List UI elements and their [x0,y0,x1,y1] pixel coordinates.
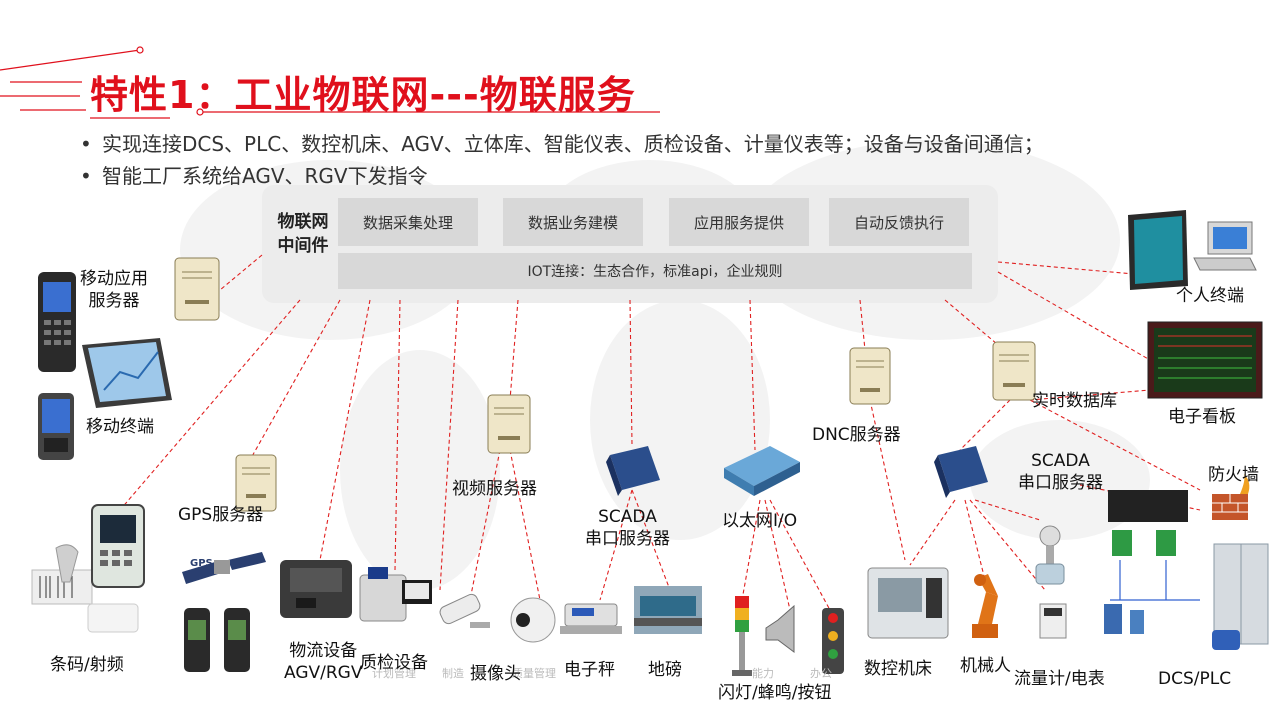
server-icon-mobile-app [174,257,220,321]
label-light-buzzer: 闪灯/蜂鸣/按钮 [718,683,832,703]
bullet-item: •实现连接DCS、PLC、数控机床、AGV、立体库、智能仪表、质检设备、计量仪表… [80,132,1044,156]
server-icon-video [487,394,531,454]
iot-connection-bar: IOT连接：生态合作，标准api，企业规则 [338,253,972,289]
rfid-reader-icon [87,504,145,633]
label-mobile-app-server: 移动应用服务器 [80,269,148,311]
ghost-text: 计划管理 [372,667,416,680]
handheld-terminal-icon [38,272,76,372]
page-title: 特性1：工业物联网---物联服务 [90,73,636,117]
buzzer-icon [765,604,795,653]
label-personal-terminal: 个人终端 [1176,286,1244,306]
ghost-text: 制造 [442,667,464,680]
label-camera: 摄像头 [470,664,521,684]
svg-text:GPS: GPS [190,558,213,569]
label-dnc-server: DNC服务器 [812,425,901,445]
server-icon-gps [235,454,277,512]
serial-server-icon-1 [606,446,660,496]
firewall-icon [1212,474,1250,520]
dcs-plc-icon [1104,490,1269,650]
module-business-modeling: 数据业务建模 [503,198,643,246]
ghost-text: 办公 [810,667,832,680]
label-barcode-rfid: 条码/射频 [50,655,124,675]
barcode-scanner-icon [31,544,93,605]
label-e-scale: 电子秤 [564,660,615,680]
ghost-text: 能力 [752,667,774,680]
label-cnc: 数控机床 [864,659,932,679]
label-flow-meter: 流量计/电表 [1014,669,1105,689]
agv-icon [280,560,352,618]
label-e-board: 电子看板 [1168,407,1236,427]
label-qc-equipment: 质检设备 [360,653,428,673]
industrial-monitor-icon [1128,210,1188,290]
flow-meter-icon [1035,525,1067,639]
server-icon-realtime-db [992,341,1036,401]
pda-icon [38,393,74,460]
robot-arm-icon [972,574,998,638]
label-mobile-terminal: 移动终端 [86,417,154,437]
gps-satellite-icon: GPS [182,552,266,584]
server-icon-dnc [849,347,891,405]
label-realtime-db: 实时数据库 [1032,391,1117,411]
personal-computer-icon [1193,221,1257,271]
ghost-text: 质量管理 [512,667,556,680]
ethernet-io-icon [724,446,800,496]
label-weighbridge: 地磅 [648,660,682,680]
serial-server-icon-2 [934,446,988,498]
camera-icon [439,593,556,643]
weighbridge-icon [634,586,702,634]
module-auto-feedback: 自动反馈执行 [829,198,969,246]
label-video-server: 视频服务器 [452,479,537,499]
label-gps-server: GPS服务器 [178,505,264,525]
bullet-text: 智能工厂系统给AGV、RGV下发指令 [102,164,428,188]
light-tower-icon [732,596,752,676]
label-ethernet-io: 以太网I/O [722,511,798,531]
cnc-machine-icon [867,567,949,639]
middleware-label: 物联网中间件 [277,212,329,256]
scale-icon [560,603,622,634]
label-robot: 机械人 [960,656,1011,676]
label-firewall: 防火墙 [1208,465,1259,485]
bullet-item: •智能工厂系统给AGV、RGV下发指令 [80,164,428,188]
electronic-board-icon [1147,321,1263,399]
qc-equipment-icon [359,567,432,622]
button-panel-icon [822,608,844,674]
tablet-icon [82,338,172,408]
module-data-collection: 数据采集处理 [338,198,478,246]
bullet-text: 实现连接DCS、PLC、数控机床、AGV、立体库、智能仪表、质检设备、计量仪表等… [102,132,1044,156]
gps-device-icon [184,608,250,672]
module-app-service: 应用服务提供 [669,198,809,246]
label-dcs-plc: DCS/PLC [1158,669,1232,689]
